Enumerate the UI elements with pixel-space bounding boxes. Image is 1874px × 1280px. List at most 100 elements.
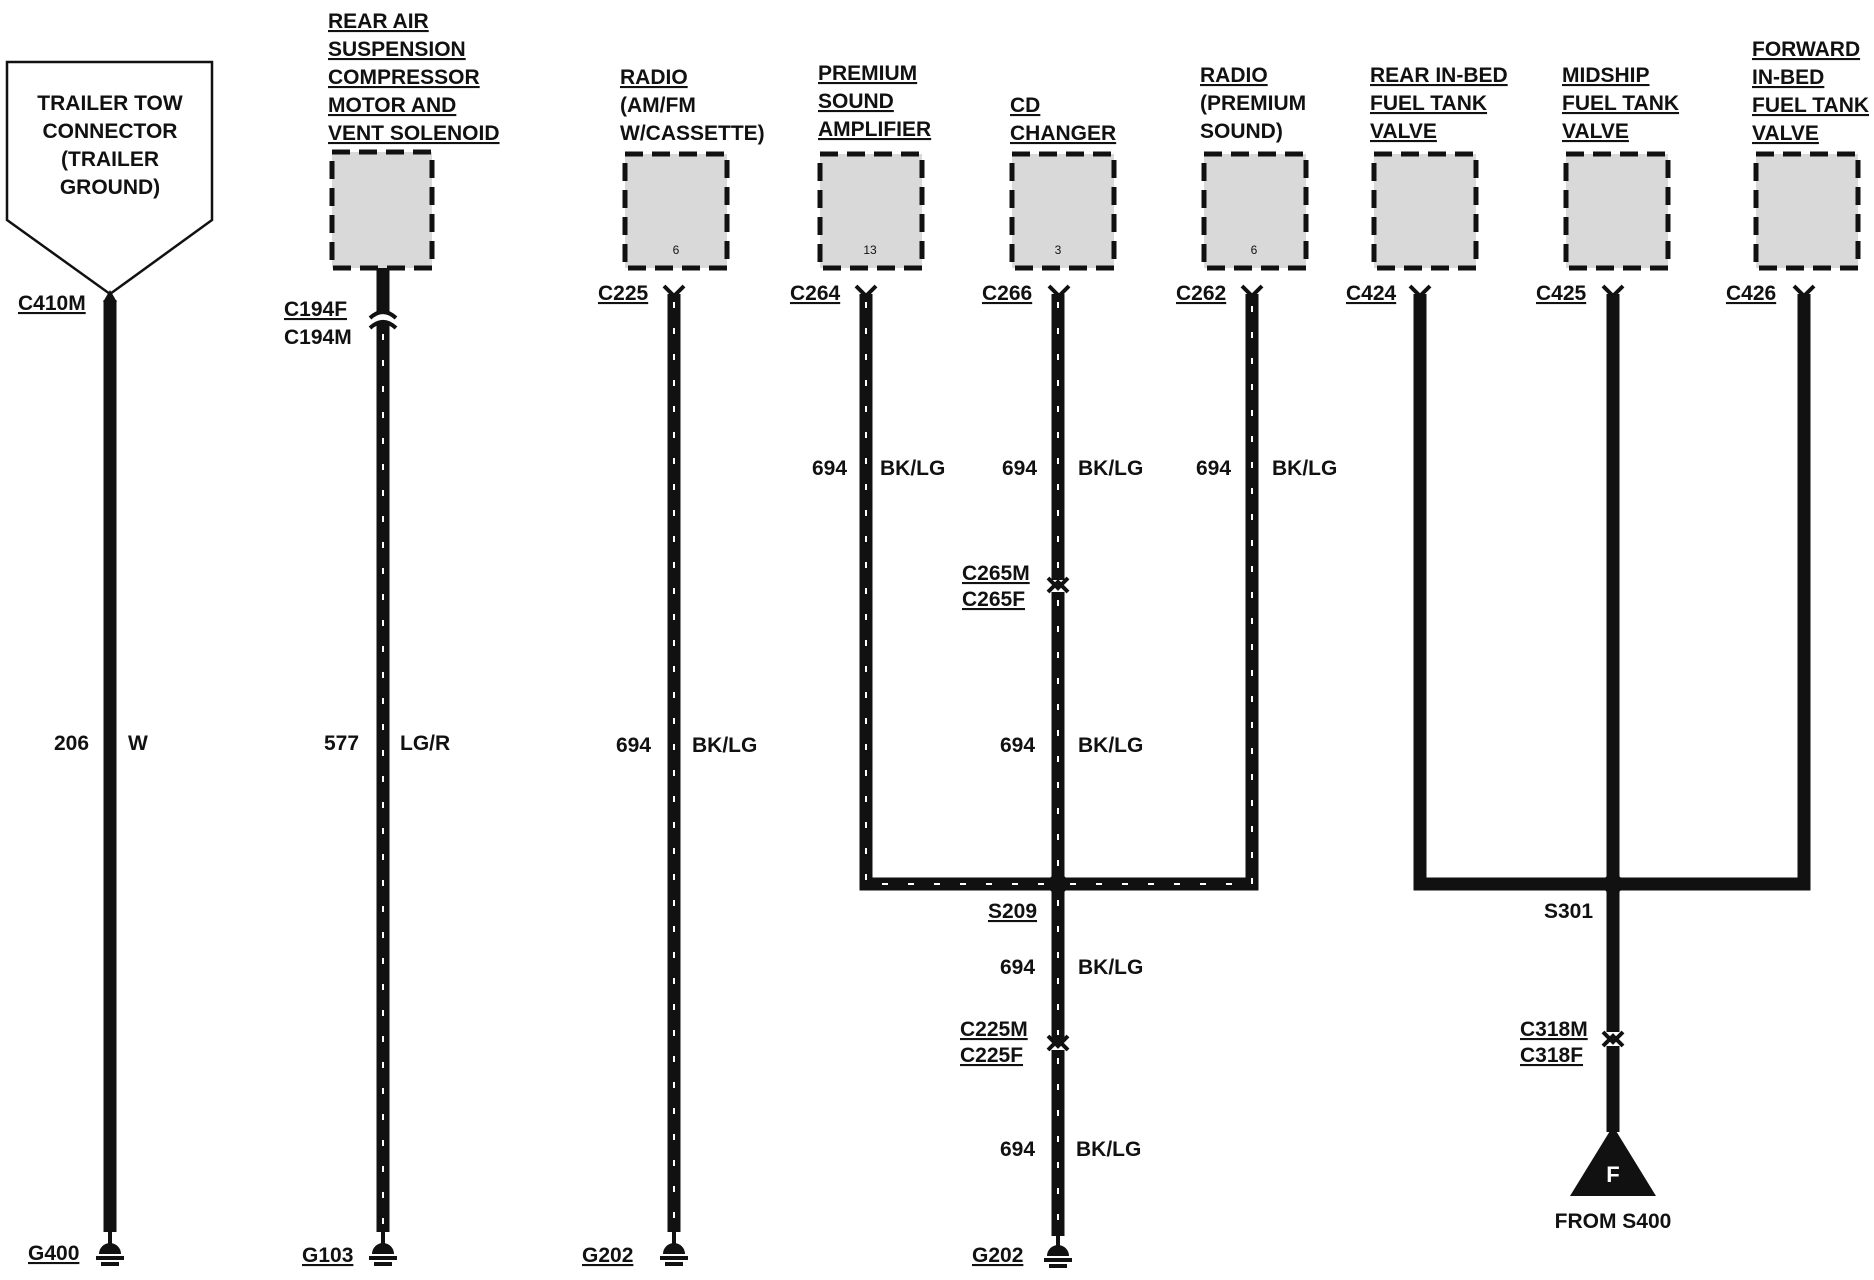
trailer-label-1: TRAILER TOW	[37, 92, 183, 115]
forward-tank-label-1: FORWARD	[1752, 38, 1860, 61]
wire-cd-top-color: BK/LG	[1078, 457, 1143, 480]
cd-changer-label-1: CD	[1010, 94, 1040, 117]
wire-bottom-number: 694	[1000, 1138, 1035, 1161]
rear-air-label-1: REAR AIR	[328, 10, 429, 33]
radio-premium-label-3: SOUND)	[1200, 120, 1283, 143]
midship-tank-label-1: MIDSHIP	[1562, 64, 1650, 87]
rear-air-component-box	[329, 149, 435, 271]
forward-tank-label-4: VALVE	[1752, 122, 1819, 145]
midship-tank-component-box	[1563, 151, 1671, 271]
connector-c194m: C194M	[284, 326, 352, 349]
premium-amp-pin: 13	[863, 243, 877, 257]
radio-am-label-3: W/CASSETTE)	[620, 122, 765, 145]
rear-tank-label-1: REAR IN-BED	[1370, 64, 1508, 87]
radio-am-label: RADIO (AM/FM W/CASSETTE)	[620, 66, 765, 145]
wire-prem-number: 694	[1196, 457, 1231, 480]
c410m-pin	[103, 290, 117, 302]
ground-symbol-g202-a	[660, 1232, 688, 1266]
c265m-connector-mark	[1046, 576, 1070, 591]
wire-577-number: 577	[324, 732, 359, 755]
radio-am-label-1: RADIO	[620, 66, 688, 89]
ground-symbol-g103	[369, 1232, 397, 1266]
wire-bottom-color: BK/LG	[1076, 1138, 1141, 1161]
radio-premium-pin: 6	[1251, 243, 1258, 257]
premium-amp-label-1: PREMIUM	[818, 62, 917, 85]
radio-premium-label-2: (PREMIUM	[1200, 92, 1306, 115]
connector-c262: C262	[1176, 282, 1226, 305]
cd-changer-label-2: CHANGER	[1010, 122, 1116, 145]
midship-tank-label-3: VALVE	[1562, 120, 1629, 143]
connector-c424: C424	[1346, 282, 1397, 305]
connector-c225: C225	[598, 282, 649, 305]
rear-air-label-4: MOTOR AND	[328, 94, 456, 117]
trailer-label-3: (TRAILER	[61, 148, 159, 171]
ground-g202-b: G202	[972, 1244, 1023, 1267]
connector-c264: C264	[790, 282, 841, 305]
splice-s209: S209	[988, 900, 1037, 923]
premium-amp-component-box	[817, 151, 925, 271]
ground-symbol-g202-b	[1044, 1236, 1072, 1268]
splice-s301-dot	[1603, 874, 1623, 894]
connector-c425: C425	[1536, 282, 1587, 305]
wire-radio-number: 694	[616, 734, 651, 757]
page-ref-caption: FROM S400	[1555, 1210, 1672, 1233]
splice-s209-dot	[1048, 874, 1068, 894]
trailer-label-4: GROUND)	[60, 176, 160, 199]
radio-am-component-box	[622, 151, 730, 271]
connector-c410m: C410M	[18, 292, 86, 315]
wire-cd-top-number: 694	[1002, 457, 1037, 480]
rear-air-label-2: SUSPENSION	[328, 38, 466, 61]
midship-tank-label-2: FUEL TANK	[1562, 92, 1679, 115]
premium-amp-label-2: SOUND	[818, 90, 894, 113]
forward-tank-label-3: FUEL TANK	[1752, 94, 1869, 117]
connector-c225f: C225F	[960, 1044, 1023, 1067]
cd-changer-component-box	[1009, 151, 1117, 271]
splice-s301: S301	[1544, 900, 1593, 923]
rear-tank-label-3: VALVE	[1370, 120, 1437, 143]
wire-amp-number: 694	[812, 457, 847, 480]
wire-206-color: W	[128, 732, 148, 755]
wire-s209-branch-stripe-left	[865, 302, 1050, 885]
c265f-connector-mark	[1046, 579, 1070, 594]
rear-air-suspension-label: REAR AIR SUSPENSION COMPRESSOR MOTOR AND…	[328, 10, 500, 145]
premium-amp-label: PREMIUM SOUND AMPLIFIER	[818, 62, 931, 141]
connector-c318f: C318F	[1520, 1044, 1583, 1067]
connector-c426: C426	[1726, 282, 1776, 305]
wire-radio-color: BK/LG	[692, 734, 757, 757]
cd-changer-label: CD CHANGER	[1010, 94, 1116, 145]
trailer-label-2: CONNECTOR	[43, 120, 178, 143]
c225m-connector-mark	[1046, 1034, 1070, 1049]
wire-cd-mid-number: 694	[1000, 734, 1035, 757]
ground-g103: G103	[302, 1244, 353, 1267]
wire-577-color: LG/R	[400, 732, 450, 755]
wire-cd-mid-color: BK/LG	[1078, 734, 1143, 757]
premium-amp-label-3: AMPLIFIER	[818, 118, 931, 141]
wire-206-number: 206	[54, 732, 89, 755]
c225f-connector-mark	[1046, 1037, 1070, 1052]
wire-prem-color: BK/LG	[1272, 457, 1337, 480]
c194f-connector-mark	[368, 310, 398, 320]
radio-am-label-2: (AM/FM	[620, 94, 696, 117]
wire-s209-number: 694	[1000, 956, 1035, 979]
rear-air-label-3: COMPRESSOR	[328, 66, 480, 89]
rear-air-label-5: VENT SOLENOID	[328, 122, 500, 145]
midship-tank-label: MIDSHIP FUEL TANK VALVE	[1562, 64, 1679, 143]
rear-tank-label-2: FUEL TANK	[1370, 92, 1487, 115]
wire-s209-branch-stripe-right	[1070, 302, 1253, 885]
forward-tank-label-2: IN-BED	[1752, 66, 1824, 89]
radio-am-pin: 6	[673, 243, 680, 257]
connector-c318m: C318M	[1520, 1018, 1588, 1041]
ground-symbol-g400	[96, 1232, 124, 1266]
page-ref-letter: F	[1606, 1162, 1619, 1187]
wire-s209-color: BK/LG	[1078, 956, 1143, 979]
c318m-connector-mark	[1601, 1030, 1625, 1045]
connector-c194f: C194F	[284, 298, 347, 321]
connector-c265f: C265F	[962, 588, 1025, 611]
ground-g400: G400	[28, 1242, 79, 1265]
page-ref-triangle	[1570, 1126, 1656, 1196]
cd-changer-pin: 3	[1055, 243, 1062, 257]
rear-tank-label: REAR IN-BED FUEL TANK VALVE	[1370, 64, 1508, 143]
radio-premium-label-1: RADIO	[1200, 64, 1268, 87]
connector-c265m: C265M	[962, 562, 1030, 585]
